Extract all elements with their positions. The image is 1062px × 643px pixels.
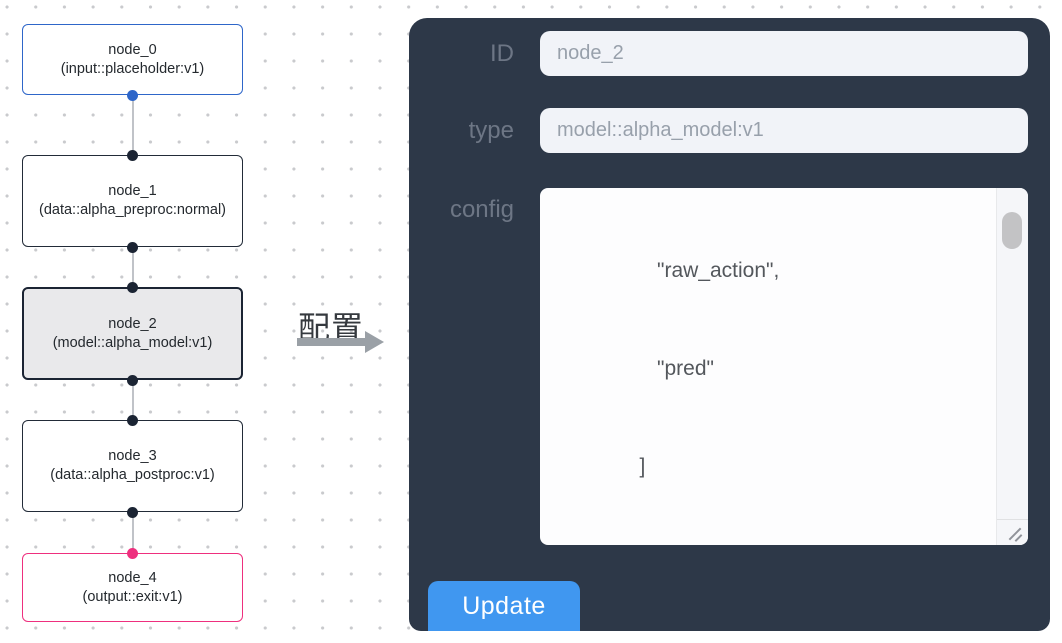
port-dot[interactable] <box>127 375 138 386</box>
node-title: node_4 <box>108 569 157 586</box>
node-title: node_1 <box>108 183 157 199</box>
node-subtitle: (input::placeholder:v1) <box>60 60 205 77</box>
node-subtitle: (model::alpha_model:v1) <box>52 334 213 351</box>
node-subtitle: (data::alpha_postproc:v1) <box>50 467 215 483</box>
type-field-label: type <box>468 117 514 144</box>
config-textarea[interactable]: "raw_action", "pred" ] }, "trace": { "sc… <box>540 188 1028 545</box>
scrollbar-divider <box>997 519 1028 520</box>
node-subtitle: (data::alpha_preproc:normal) <box>39 202 226 218</box>
inspector-panel: ID node_2 type model::alpha_model:v1 con… <box>409 18 1050 631</box>
node-node_4[interactable]: node_4 (output::exit:v1) <box>22 553 243 622</box>
id-input[interactable]: node_2 <box>540 31 1028 76</box>
resize-handle-icon[interactable] <box>1006 523 1026 543</box>
arrow-head-icon <box>365 331 384 353</box>
update-button[interactable]: Update <box>428 581 580 631</box>
node-title: node_2 <box>108 315 157 332</box>
port-dot[interactable] <box>127 242 138 253</box>
port-dot[interactable] <box>127 282 138 293</box>
node-node_0[interactable]: node_0 (input::placeholder:v1) <box>22 24 243 95</box>
config-field-label: config <box>449 196 514 223</box>
node-title: node_3 <box>108 448 157 464</box>
port-dot[interactable] <box>127 415 138 426</box>
node-title: node_0 <box>108 41 157 58</box>
scrollbar[interactable] <box>996 188 1028 545</box>
port-dot[interactable] <box>127 507 138 518</box>
type-input[interactable]: model::alpha_model:v1 <box>540 108 1028 153</box>
port-dot[interactable] <box>127 90 138 101</box>
config-json-text: "raw_action", "pred" ] }, "trace": { "sc… <box>552 259 780 478</box>
port-dot[interactable] <box>127 150 138 161</box>
arrow-icon <box>297 338 367 346</box>
port-dot[interactable] <box>127 548 138 559</box>
node-node_1[interactable]: node_1 (data::alpha_preproc:normal) <box>22 155 243 247</box>
node-node_2-selected[interactable]: node_2 (model::alpha_model:v1) <box>22 287 243 380</box>
id-field-label: ID <box>490 40 514 67</box>
node-node_3[interactable]: node_3 (data::alpha_postproc:v1) <box>22 420 243 512</box>
scrollbar-thumb[interactable] <box>1002 212 1022 249</box>
node-subtitle: (output::exit:v1) <box>82 588 183 605</box>
